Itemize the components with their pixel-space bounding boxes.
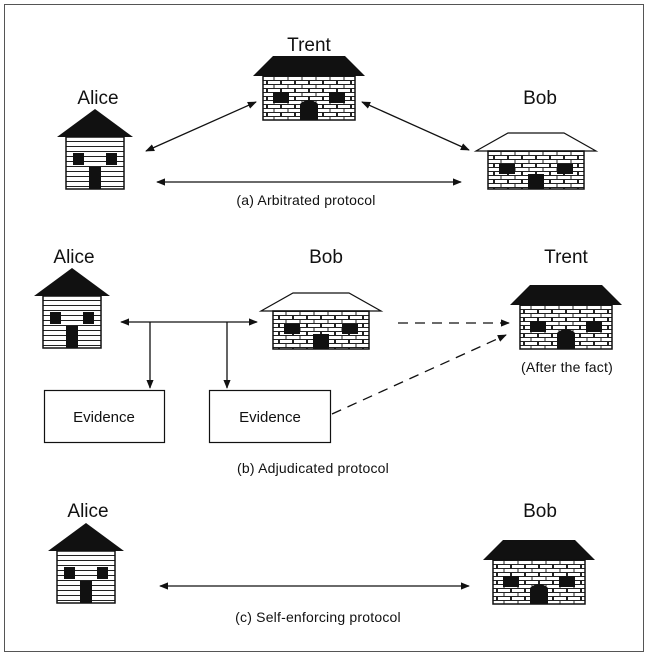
bob-house-a-icon: [473, 132, 599, 190]
alice-label-a: Alice: [77, 88, 118, 109]
evidence-label-2: Evidence: [239, 409, 301, 426]
panel-c: Alice Bob (c) Self-enforcing protocol: [47, 501, 595, 625]
bob-label-c: Bob: [523, 501, 557, 522]
panel-a: Alice Trent Bob (a) Arbitrated protocol: [56, 35, 599, 208]
trent-label-a: Trent: [287, 35, 331, 56]
panel-b: Alice Bob Trent (After the fact) Evidenc…: [33, 247, 622, 476]
trent-house-a-icon: [253, 56, 365, 121]
bob-house-b-icon: [258, 292, 384, 350]
bob-house-c-icon: [483, 540, 595, 605]
bob-label-b: Bob: [309, 247, 343, 268]
dashed-arrow-evidence-trent: [331, 334, 507, 415]
trent-house-b-icon: [510, 285, 622, 350]
caption-a: (a) Arbitrated protocol: [236, 192, 375, 208]
trent-label-b: Trent: [544, 247, 588, 268]
caption-c: (c) Self-enforcing protocol: [235, 609, 401, 625]
evidence-box-1: [43, 389, 166, 444]
alice-label-b: Alice: [53, 247, 94, 268]
caption-b: (b) Adjudicated protocol: [237, 460, 389, 476]
arrow-alice-trent: [145, 101, 257, 152]
arrow-trent-bob: [361, 101, 470, 151]
evidence-box-2: [208, 389, 332, 444]
evidence-label-1: Evidence: [73, 409, 135, 426]
alice-label-c: Alice: [67, 501, 108, 522]
trent-note: (After the fact): [521, 359, 613, 375]
bob-label-a: Bob: [523, 88, 557, 109]
